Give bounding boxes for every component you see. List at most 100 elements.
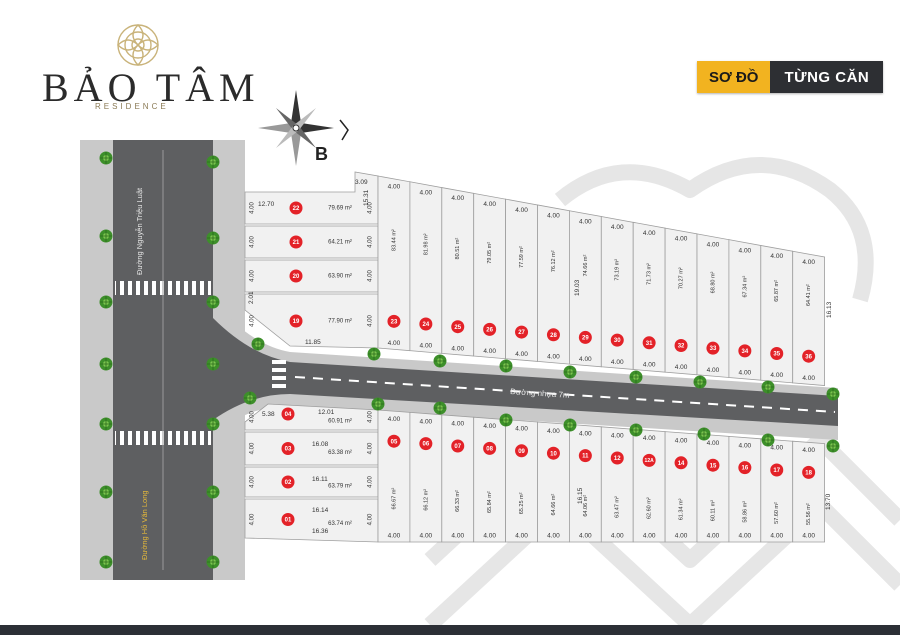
lot-area: 81.98 m² — [423, 233, 429, 255]
lot-width-bottom: 4.00 — [579, 356, 592, 363]
lot-area: 66.67 m² — [391, 488, 397, 510]
lot-number: 17 — [773, 468, 780, 474]
lot-width-top: 4.00 — [802, 447, 815, 454]
lot-number-badge — [706, 341, 720, 355]
lot-area: 63.38 m² — [328, 450, 352, 456]
lot-number: 33 — [710, 346, 717, 352]
lot-width-bottom: 4.00 — [643, 362, 656, 369]
lot-width-top: 4.00 — [547, 213, 560, 220]
lot-width-top: 4.00 — [483, 201, 496, 208]
lot-number: 12 — [614, 456, 621, 462]
footer-bar — [0, 625, 900, 635]
lot-width-bottom: 4.00 — [547, 353, 560, 360]
lot-number-badge — [419, 317, 433, 331]
lot-width-top: 4.00 — [547, 428, 560, 435]
tree-icon — [826, 387, 840, 401]
lot-width-top: 4.00 — [420, 418, 433, 425]
lot-area: 76.12 m² — [551, 250, 557, 272]
lot-number-badge — [515, 444, 529, 458]
lot-width-right: 4.00 — [368, 513, 374, 525]
tree-icon — [99, 295, 113, 309]
tree-icon — [206, 357, 220, 371]
lot-width-right: 4.00 — [368, 202, 374, 214]
lot-number-badge — [281, 475, 295, 489]
tree-icon — [243, 391, 257, 405]
lot-number-badge — [419, 437, 433, 451]
lot-area: 79.69 m² — [328, 206, 352, 212]
project-logo: BẢO TÂM RESIDENCE — [40, 20, 300, 130]
tree-icon — [206, 155, 220, 169]
lot-number: 09 — [518, 449, 525, 455]
lot-number: 18 — [805, 470, 812, 476]
lot[interactable]: 4.00 4.00 71.73 m² 31 — [632, 221, 666, 373]
lot-width-bottom: 4.00 — [707, 367, 720, 374]
lot-number-badge — [451, 320, 465, 334]
lot-area: 67.34 m² — [742, 276, 748, 298]
brand-name: BẢO TÂM — [42, 65, 260, 110]
tree-icon — [761, 380, 775, 394]
lot-width-top: 4.00 — [802, 259, 815, 266]
compass-label: B — [315, 144, 328, 164]
tree-icon — [99, 417, 113, 431]
lot-area: 57.60 m² — [774, 502, 780, 524]
lot-width-bottom: 4.00 — [643, 533, 656, 540]
lot-width-left: 4.00 — [250, 202, 256, 214]
lot-width-bottom: 4.00 — [388, 340, 401, 347]
lot-number-badge — [770, 463, 784, 477]
lot-width-bottom: 4.00 — [451, 533, 464, 540]
dim-5-38: 5.38 — [262, 411, 275, 418]
tree-icon — [563, 418, 577, 432]
lot-width-right: 4.00 — [368, 315, 374, 327]
lot-width-bottom: 4.00 — [388, 533, 401, 540]
lot-area: 71.73 m² — [647, 263, 653, 285]
dim-16-08: 16.08 — [312, 441, 329, 448]
dim-16-36: 16.36 — [312, 528, 329, 535]
lot-width-right: 4.00 — [368, 442, 374, 454]
lot-area: 63.90 m² — [328, 274, 352, 280]
lot-number-badge — [770, 347, 784, 361]
lot-width-top: 4.00 — [707, 241, 720, 248]
tree-icon — [826, 439, 840, 453]
tree-icon — [761, 433, 775, 447]
lot-number-badge — [483, 441, 497, 455]
lot-width-top: 4.00 — [643, 230, 656, 237]
lot-width-bottom: 4.00 — [420, 533, 433, 540]
lot-number: 31 — [646, 341, 653, 347]
lot-width-bottom: 4.00 — [579, 533, 592, 540]
